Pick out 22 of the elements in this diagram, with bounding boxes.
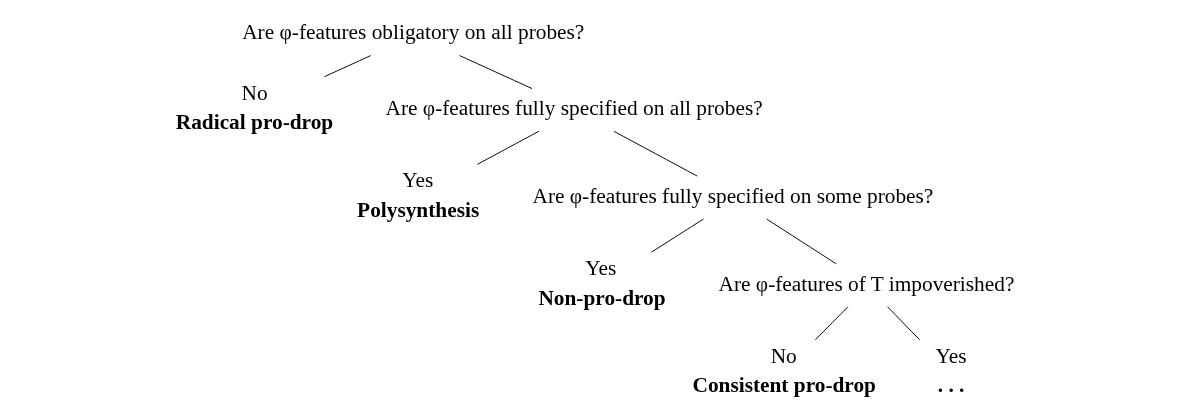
node-text: Are φ-features fully specified on some probes? [532, 183, 934, 208]
node-text: Yes [585, 256, 617, 281]
connector [766, 218, 837, 265]
connector [613, 130, 698, 177]
node-label: Non-pro-drop [538, 285, 666, 310]
connector [323, 55, 372, 78]
connector [651, 218, 704, 253]
connector [476, 130, 540, 165]
node-label: . . . [937, 373, 965, 398]
connector [887, 306, 921, 341]
node-text: Yes [402, 168, 434, 193]
node-text: No [241, 80, 268, 105]
node-text: Are φ-features of T impoverished? [718, 271, 1015, 296]
connector [814, 306, 849, 341]
node-text: Are φ-features obligatory on all probes? [242, 20, 585, 45]
node-label: Consistent pro-drop [692, 373, 876, 398]
connector [459, 55, 533, 90]
node-label: Radical pro-drop [175, 110, 334, 135]
node-text: No [770, 343, 797, 368]
node-label: Polysynthesis [357, 198, 480, 223]
node-text: Yes [935, 343, 967, 368]
node-text: Are φ-features fully specified on all probes? [385, 96, 763, 121]
